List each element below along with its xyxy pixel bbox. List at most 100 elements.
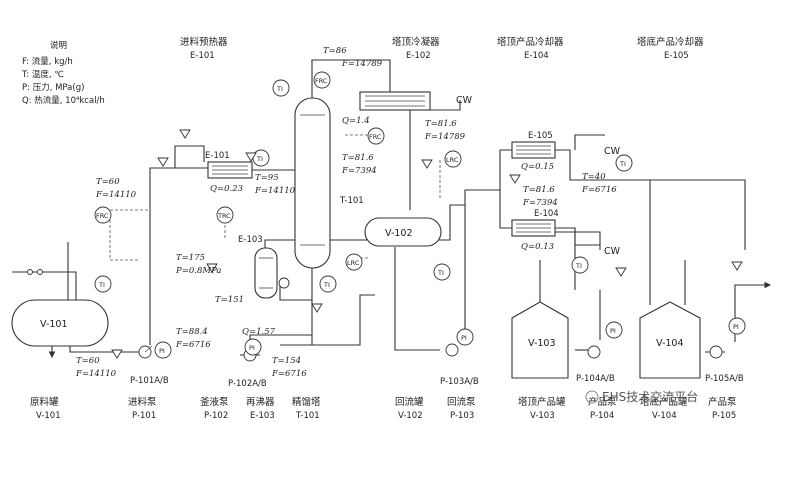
watermark-text: EHS技术交流平台 bbox=[602, 389, 698, 404]
pump-label: P-104A/B bbox=[576, 374, 615, 384]
column-t101: T-101 bbox=[294, 97, 364, 269]
reboiler-e103: E-103 bbox=[238, 235, 290, 299]
top-label-name: 塔底产品冷却器 bbox=[637, 36, 704, 48]
equipment-label: E-104 bbox=[534, 209, 559, 219]
stream-value: F=14110 bbox=[254, 186, 296, 196]
equipment-label: V-103 bbox=[528, 338, 556, 349]
lrc-tag: LRC bbox=[347, 259, 360, 267]
top-labels: 进料预热器 E-101 塔顶冷凝器 E-102 塔顶产品冷却器 E-104 塔底… bbox=[180, 36, 704, 61]
bottom-label-name: 塔顶产品罐 bbox=[518, 396, 566, 408]
top-label-id: E-105 bbox=[664, 51, 689, 61]
instruments: FRC TI PI TI TRC TI FRC FRC LRC LRC TI P… bbox=[94, 71, 746, 359]
equipment-label: V-102 bbox=[385, 228, 413, 239]
bottom-label-name: 精馏塔 bbox=[292, 396, 321, 408]
bottom-label-name: 产品泵 bbox=[708, 396, 737, 408]
stream-value: T=88.4 bbox=[176, 327, 208, 337]
pump-p101: P-101A/B bbox=[130, 345, 169, 386]
watermark: EHS技术交流平台 bbox=[585, 389, 698, 404]
ti-tag: TI bbox=[323, 281, 330, 289]
stream-value: Q=0.23 bbox=[210, 184, 243, 194]
pump-label: P-103A/B bbox=[440, 377, 479, 387]
legend: 说明 F: 流量, kg/h T: 温度, ℃ P: 压力, MPa(g) Q:… bbox=[21, 40, 105, 106]
bottom-label-name: 回流罐 bbox=[395, 396, 424, 408]
stream-value: F=6716 bbox=[175, 340, 211, 350]
stream-value: T=154 bbox=[272, 356, 301, 366]
stream-values: T=60 F=14110 Q=0.23 T=95 F=14110 T=86 F=… bbox=[75, 46, 617, 379]
pump-label: P-102A/B bbox=[228, 379, 267, 389]
bottom-label-id: V-104 bbox=[652, 411, 677, 421]
equipment-label: E-101 bbox=[205, 151, 230, 161]
condenser-e102: CW bbox=[359, 91, 473, 111]
legend-t: T: 温度, ℃ bbox=[21, 69, 64, 80]
stream-value: T=60 bbox=[96, 177, 120, 187]
pi-tag: PI bbox=[249, 344, 255, 352]
tank-v104: V-104 bbox=[639, 301, 701, 379]
ti-tag: TI bbox=[256, 155, 263, 163]
bottom-label-id: P-102 bbox=[204, 411, 228, 421]
bottom-label-id: V-101 bbox=[36, 411, 61, 421]
bottom-label-id: P-104 bbox=[590, 411, 614, 421]
bottom-label-name: 釜液泵 bbox=[200, 396, 229, 408]
exchanger-e104: E-104 CW bbox=[511, 209, 621, 257]
ti-tag: TI bbox=[619, 160, 626, 168]
top-label-name: 进料预热器 bbox=[180, 36, 228, 48]
stream-value: T=40 bbox=[582, 172, 606, 182]
vessel-v101: V-101 bbox=[11, 299, 109, 347]
exchanger-e101: E-101 bbox=[205, 151, 253, 179]
legend-p: P: 压力, MPa(g) bbox=[22, 82, 84, 93]
frc-tag: FRC bbox=[369, 133, 382, 141]
bottom-label-id: E-103 bbox=[250, 411, 275, 421]
tank-v103: V-103 bbox=[511, 301, 569, 379]
process-lines bbox=[12, 59, 772, 359]
frc-tag: FRC bbox=[96, 212, 109, 220]
ti-tag: TI bbox=[98, 281, 105, 289]
stream-value: F=14110 bbox=[95, 190, 137, 200]
ti-tag: TI bbox=[276, 85, 283, 93]
bottom-label-name: 再沸器 bbox=[246, 396, 275, 408]
stream-value: F=6716 bbox=[581, 185, 617, 195]
stream-value: Q=0.15 bbox=[521, 162, 554, 172]
stream-value: T=60 bbox=[76, 356, 100, 366]
bottom-label-name: 回流泵 bbox=[447, 396, 476, 408]
pump-label: P-101A/B bbox=[130, 376, 169, 386]
bottom-label-name: 进料泵 bbox=[128, 396, 157, 408]
top-label-id: E-104 bbox=[524, 51, 549, 61]
bottom-label-id: V-102 bbox=[398, 411, 423, 421]
bottom-label-id: P-103 bbox=[450, 411, 474, 421]
stream-value: F=14789 bbox=[424, 132, 466, 142]
ti-tag: TI bbox=[437, 269, 444, 277]
stream-value: T=175 bbox=[176, 253, 205, 263]
pi-tag: PI bbox=[159, 347, 165, 355]
pi-tag: PI bbox=[610, 327, 616, 335]
frc-tag: FRC bbox=[315, 77, 328, 85]
stream-value: F=7394 bbox=[522, 198, 558, 208]
stream-value: T=95 bbox=[255, 173, 279, 183]
bottom-label-name: 原料罐 bbox=[30, 396, 59, 408]
bottom-label-name: 产品泵 bbox=[588, 396, 617, 408]
top-label-name: 塔顶冷凝器 bbox=[392, 36, 440, 48]
stream-value: Q=1.4 bbox=[342, 116, 370, 126]
lrc-tag: LRC bbox=[446, 156, 459, 164]
cw-label: CW bbox=[456, 95, 473, 106]
stream-value: F=14789 bbox=[341, 59, 383, 69]
vessel-v102: V-102 bbox=[364, 217, 442, 247]
top-label-id: E-102 bbox=[406, 51, 431, 61]
bottom-label-id: P-105 bbox=[712, 411, 736, 421]
stream-value: F=14110 bbox=[75, 369, 117, 379]
stream-value: T=151 bbox=[215, 295, 244, 305]
ti-tag: TI bbox=[575, 262, 582, 270]
pump-p105: P-105A/B bbox=[705, 345, 744, 384]
pump-label: P-105A/B bbox=[705, 374, 744, 384]
legend-q: Q: 热流量, 10⁴kcal/h bbox=[22, 95, 105, 106]
equipment-label: T-101 bbox=[339, 196, 364, 206]
cw-label: CW bbox=[604, 246, 621, 257]
legend-f: F: 流量, kg/h bbox=[22, 56, 73, 67]
stream-value: T=81.6 bbox=[425, 119, 457, 129]
stream-value: T=81.6 bbox=[342, 153, 374, 163]
stream-value: Q=0.13 bbox=[521, 242, 554, 252]
pi-tag: PI bbox=[461, 334, 467, 342]
pump-p102: P-102A/B bbox=[228, 348, 267, 389]
top-label-name: 塔顶产品冷却器 bbox=[497, 36, 564, 48]
pump-p103: P-103A/B bbox=[440, 343, 479, 387]
